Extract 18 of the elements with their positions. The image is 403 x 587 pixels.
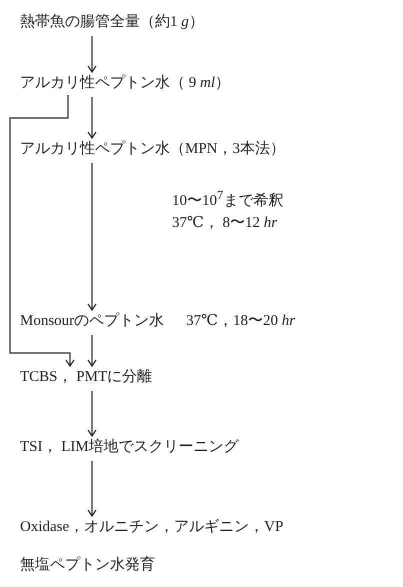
step-text: 37℃，18〜20 hr bbox=[186, 312, 296, 331]
step-text: Oxidase，オルニチン，アルギニン，VP bbox=[20, 518, 284, 537]
arrow bbox=[87, 391, 97, 437]
arrow bbox=[87, 335, 97, 367]
step-text: 無塩ペプトン水発育 bbox=[20, 555, 155, 575]
arrow bbox=[87, 97, 97, 139]
arrow bbox=[87, 163, 97, 311]
condition-note: 37℃， 8〜12 hr bbox=[172, 214, 278, 233]
step-text: 熱帯魚の腸管全量（約1 g） bbox=[20, 12, 204, 32]
step-text: アルカリ性ペプトン水（ 9 ml） bbox=[20, 73, 230, 93]
arrow bbox=[87, 461, 97, 517]
condition-note: 10〜10$^{7}$まで希釈 bbox=[172, 187, 284, 211]
step-text: Monsourのペプトン水 bbox=[20, 311, 164, 331]
step-text: TCBS， PMTに分離 bbox=[20, 368, 152, 387]
arrow bbox=[9, 95, 75, 367]
step-text: アルカリ性ペプトン水（MPN，3本法） bbox=[20, 139, 286, 159]
arrow bbox=[87, 36, 97, 73]
step-text: TSI， LIM培地でスクリーニング bbox=[20, 438, 239, 457]
